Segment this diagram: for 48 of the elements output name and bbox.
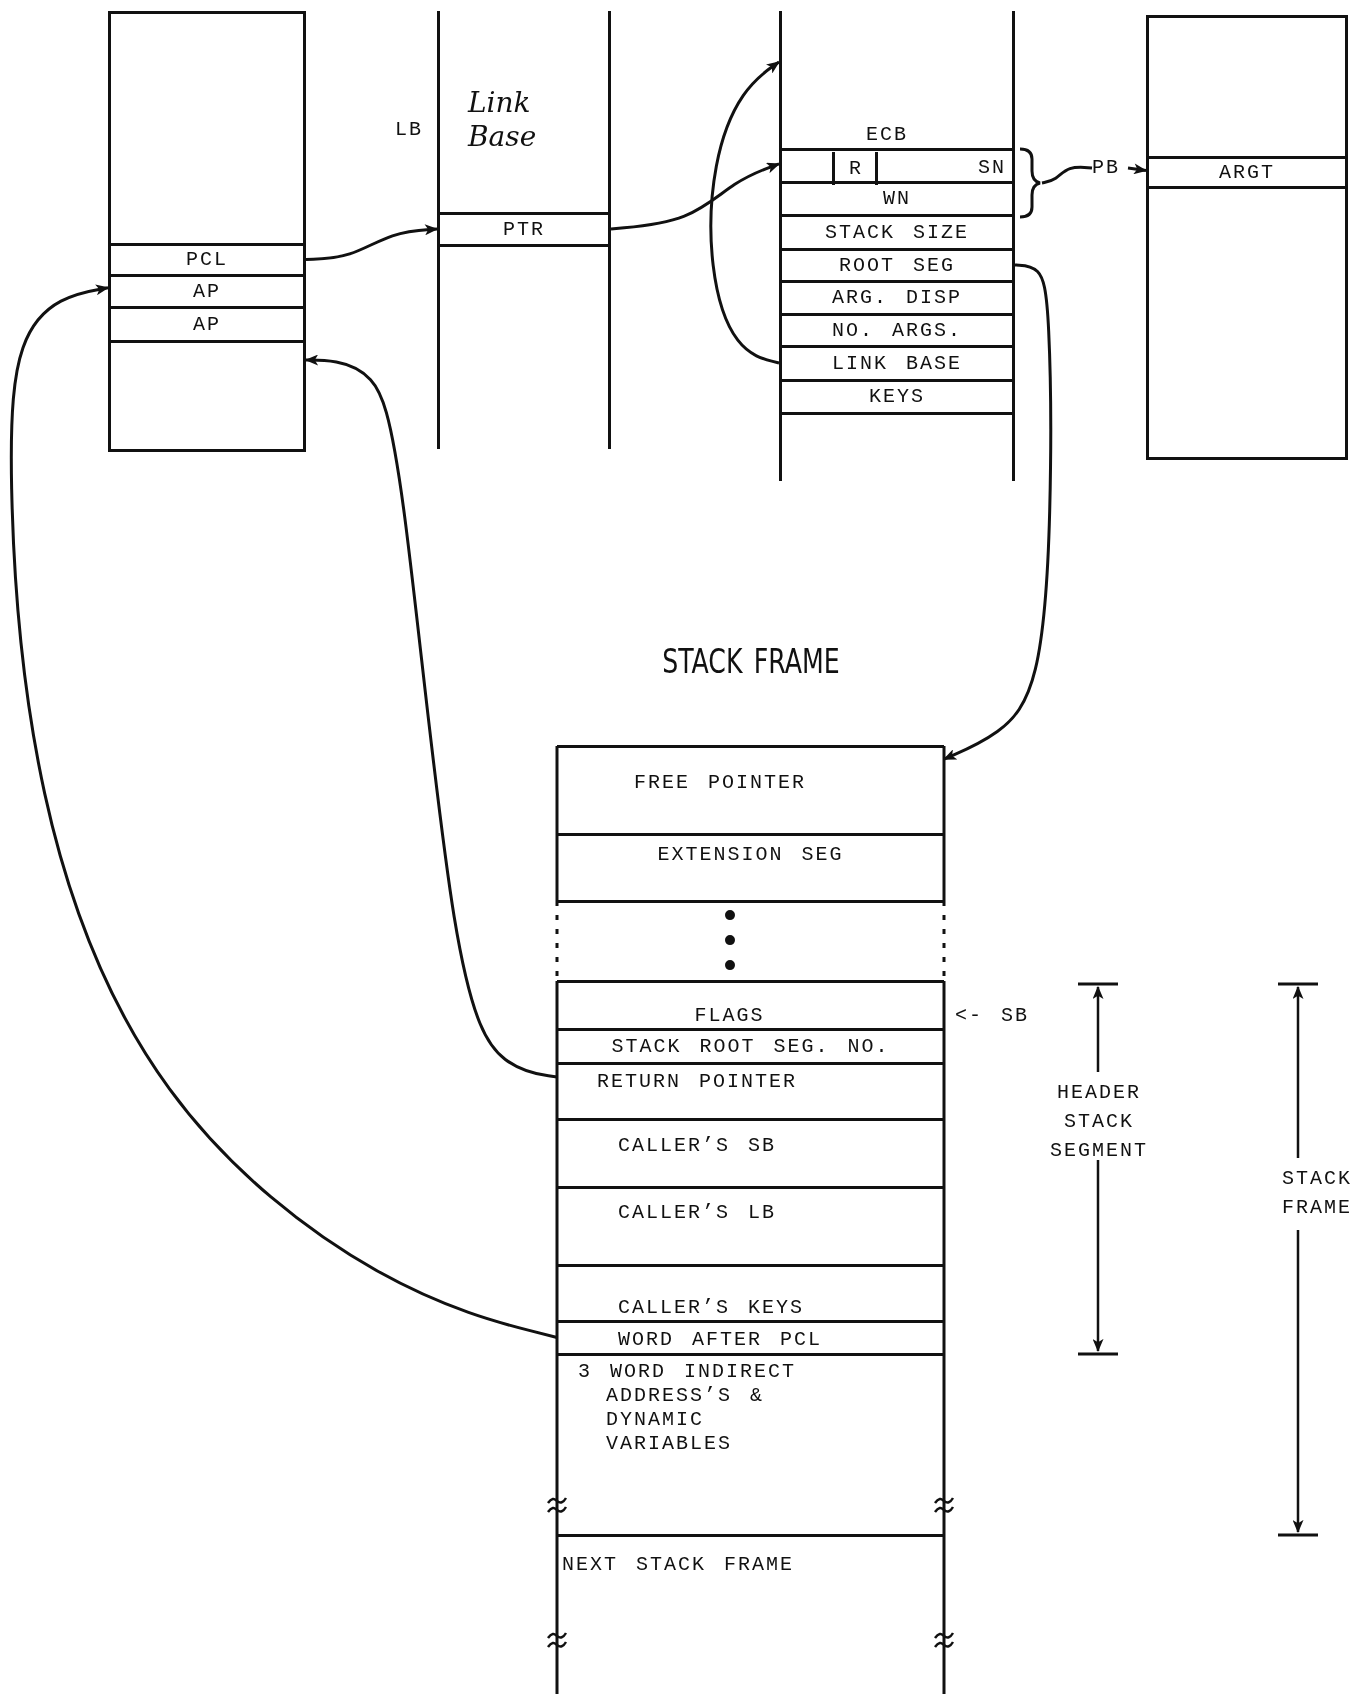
field-label: STACK ROOT SEG. NO. — [611, 1034, 890, 1058]
field-label: ARG. DISP — [832, 286, 962, 309]
memory-block — [108, 11, 306, 452]
memory-word-row — [779, 147, 1015, 184]
pointer-label: LB — [395, 118, 423, 142]
field-label: NO. ARGS. — [832, 318, 962, 342]
field-label: NEXT STACK FRAME — [562, 1553, 795, 1577]
field-label: EXTENSION SEG — [656, 843, 845, 867]
field-label: 3 WORD INDIRECT ADDRESS’S & DYNAMIC VARIABLES — [578, 1360, 798, 1456]
memory-word-row — [437, 211, 611, 247]
connector-arrow — [305, 224, 439, 261]
pointer-label: <- SB — [955, 1004, 1029, 1028]
connector-arrow — [943, 263, 1053, 761]
connector-arrow — [709, 60, 780, 365]
field-label: AP — [193, 312, 221, 336]
field-label: ROOT SEG — [839, 253, 955, 277]
field-label: CALLER’S KEYS — [618, 1296, 805, 1320]
diagram-title: STACK FRAME — [661, 642, 841, 682]
field-label: FREE POINTER — [633, 771, 807, 795]
field-label: RETURN POINTER — [597, 1070, 798, 1094]
curly-brace — [1018, 147, 1042, 219]
field-label: LINK BASE — [832, 351, 962, 375]
memory-word-row — [1146, 155, 1348, 189]
connector-arrow — [304, 354, 558, 1079]
field-label: R — [832, 152, 878, 185]
field-label: PTR — [503, 217, 545, 241]
field-label: STACK SIZE — [825, 220, 969, 244]
field-label: CALLER’S SB — [618, 1134, 777, 1158]
ecb-segment — [779, 11, 1015, 481]
field-label: KEYS — [869, 385, 925, 408]
field-label: ARGT — [1219, 160, 1275, 184]
connector-arrow — [9, 284, 558, 1339]
field-label: CALLER’S LB — [618, 1201, 777, 1225]
connector-arrow — [1127, 163, 1148, 175]
field-label: FLAGS — [693, 1004, 766, 1028]
pointer-label: PB — [1092, 156, 1120, 180]
field-label: WORD AFTER PCL — [618, 1328, 823, 1352]
argument-block — [1146, 15, 1348, 460]
link-base-segment — [437, 11, 611, 449]
field-label: WN — [883, 187, 911, 210]
field-label: SN — [977, 156, 1006, 180]
dimension-label: HEADER STACK SEGMENT — [1049, 1080, 1149, 1164]
field-label: ECB — [866, 123, 908, 147]
handwritten-note: Link Base — [468, 86, 538, 154]
field-label: AP — [193, 279, 221, 303]
field-label: PCL — [186, 248, 228, 271]
dimension-label: STACK FRAME — [1281, 1166, 1353, 1221]
connector-arrow — [610, 162, 781, 231]
